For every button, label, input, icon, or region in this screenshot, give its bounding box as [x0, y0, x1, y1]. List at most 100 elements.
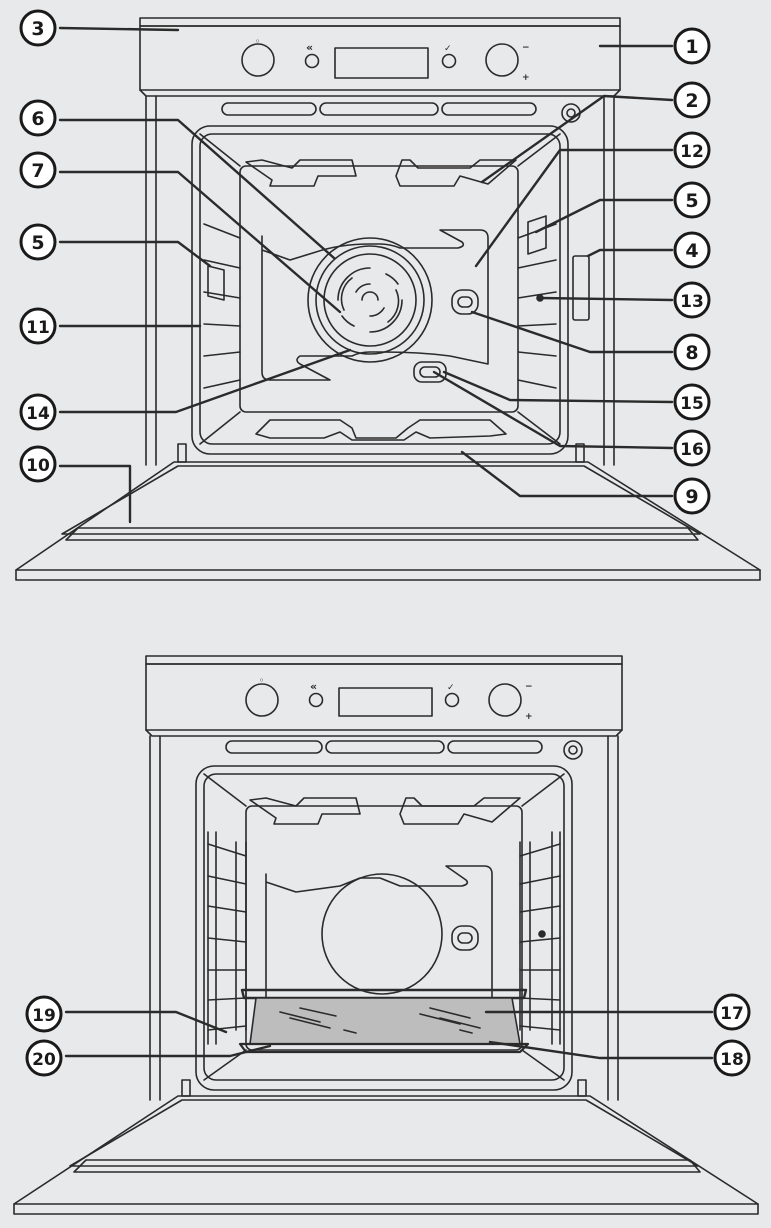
bottom-vent-slots: [225, 740, 543, 754]
callout-14: 14: [19, 393, 57, 431]
leader-12: [474, 148, 674, 268]
top-frame: [145, 95, 615, 466]
top-display: [334, 47, 429, 79]
top-confirm-button: [441, 53, 457, 69]
bottom-sensor-dot: [538, 930, 546, 938]
top-knob-mark: ◦: [255, 37, 260, 46]
leader-18: [488, 1040, 714, 1060]
callout-6: 6: [19, 99, 57, 137]
callout-11: 11: [19, 307, 57, 345]
callouts-bottom: 19 17 20 18: [25, 993, 751, 1077]
leader-5r: [534, 198, 674, 234]
bottom-rack-left: [207, 831, 247, 1045]
callout-1: 1: [673, 27, 711, 65]
callout-16-label: 16: [680, 440, 704, 460]
top-back-wall: [239, 165, 519, 413]
bottom-hinge-right: [577, 1079, 587, 1097]
bottom-fan-cover: [321, 873, 443, 995]
bottom-cavity-outer: [195, 765, 573, 1091]
callout-19: 19: [25, 995, 63, 1033]
top-cavity-edges: [199, 133, 561, 445]
leader-20: [64, 1044, 272, 1058]
callout-7: 7: [19, 151, 57, 189]
callout-11-label: 11: [26, 318, 50, 338]
bottom-rear-panel: [265, 865, 493, 1011]
leader-10: [58, 464, 132, 524]
callout-5-right-label: 5: [685, 190, 698, 212]
callout-5-left-label: 5: [31, 232, 44, 254]
bottom-oven-light: [451, 925, 479, 951]
bottom-plus-sign: +: [525, 712, 533, 722]
callout-2: 2: [673, 81, 711, 119]
bottom-check-mark: ✓: [447, 683, 455, 693]
callout-17: 17: [713, 993, 751, 1031]
callout-18-label: 18: [720, 1050, 744, 1070]
top-plus-sign: +: [522, 73, 530, 83]
callout-15-label: 15: [680, 394, 704, 414]
callout-14-label: 14: [26, 404, 50, 424]
bottom-knob-mark: ◦: [259, 676, 264, 685]
bottom-cavity-inner: [203, 773, 565, 1081]
top-hinge-left: [177, 443, 187, 463]
leader-9: [460, 450, 674, 498]
leader-4: [586, 248, 674, 258]
callout-18: 18: [713, 1039, 751, 1077]
top-open-door: [15, 461, 761, 581]
callout-10-label: 10: [26, 456, 50, 476]
leader-8: [470, 310, 674, 354]
callout-12-label: 12: [680, 142, 704, 162]
callout-12: 12: [673, 131, 711, 169]
callout-20-label: 20: [32, 1050, 56, 1070]
leader-3: [58, 26, 180, 32]
callout-15: 15: [673, 383, 711, 421]
callouts-top: 3 1 2 12 6 7 5 5 4 13 11 8 14 15 16 10 9: [19, 9, 711, 515]
bottom-back-button: [308, 692, 324, 708]
bottom-display: [338, 687, 433, 717]
callout-10: 10: [19, 445, 57, 483]
leader-15: [442, 370, 674, 404]
top-right-knob: [485, 43, 519, 77]
top-fan: [307, 237, 433, 363]
bottom-open-door: [13, 1095, 759, 1215]
callout-13: 13: [673, 281, 711, 319]
top-data-plate-left: [207, 265, 225, 301]
top-back-arrows: «: [306, 41, 313, 54]
leader-16: [432, 370, 674, 450]
bottom-frame: [149, 735, 619, 1101]
top-cavity-outer: [191, 125, 569, 455]
callout-4: 4: [673, 231, 711, 269]
bottom-door-lock: [563, 740, 583, 760]
bottom-upper-element: [249, 797, 521, 825]
callout-3-label: 3: [31, 18, 44, 40]
top-cavity-inner: [199, 133, 561, 445]
callout-1-label: 1: [685, 36, 698, 58]
leader-7: [58, 170, 342, 314]
top-back-button: [304, 53, 320, 69]
top-check-mark: ✓: [444, 44, 452, 54]
leader-5l: [58, 240, 212, 268]
bottom-control-panel: [145, 655, 623, 737]
baking-tray: [240, 988, 528, 1045]
callout-7-label: 7: [31, 160, 44, 182]
wire-shelf: [238, 1042, 530, 1054]
leader-6: [58, 118, 336, 260]
bottom-hinge-left: [181, 1079, 191, 1097]
bottom-confirm-button: [444, 692, 460, 708]
top-data-plate-right: [527, 215, 547, 255]
leader-lines: [58, 26, 714, 1060]
top-oven: ◦ « ✓ − +: [15, 17, 761, 581]
top-shelf-guides: [203, 223, 557, 389]
top-oven-light: [451, 289, 479, 315]
bottom-back-arrows: «: [310, 680, 317, 693]
callout-16: 16: [673, 429, 711, 467]
leader-19: [64, 1010, 228, 1034]
callout-9-label: 9: [685, 486, 698, 508]
callout-2-label: 2: [685, 90, 698, 112]
callout-8-label: 8: [685, 342, 698, 364]
callout-20: 20: [25, 1039, 63, 1077]
bottom-oven: ◦ « ✓ − +: [13, 655, 759, 1215]
callout-5-left: 5: [19, 223, 57, 261]
top-door-switch: [572, 255, 590, 321]
callout-17-label: 17: [720, 1004, 744, 1024]
